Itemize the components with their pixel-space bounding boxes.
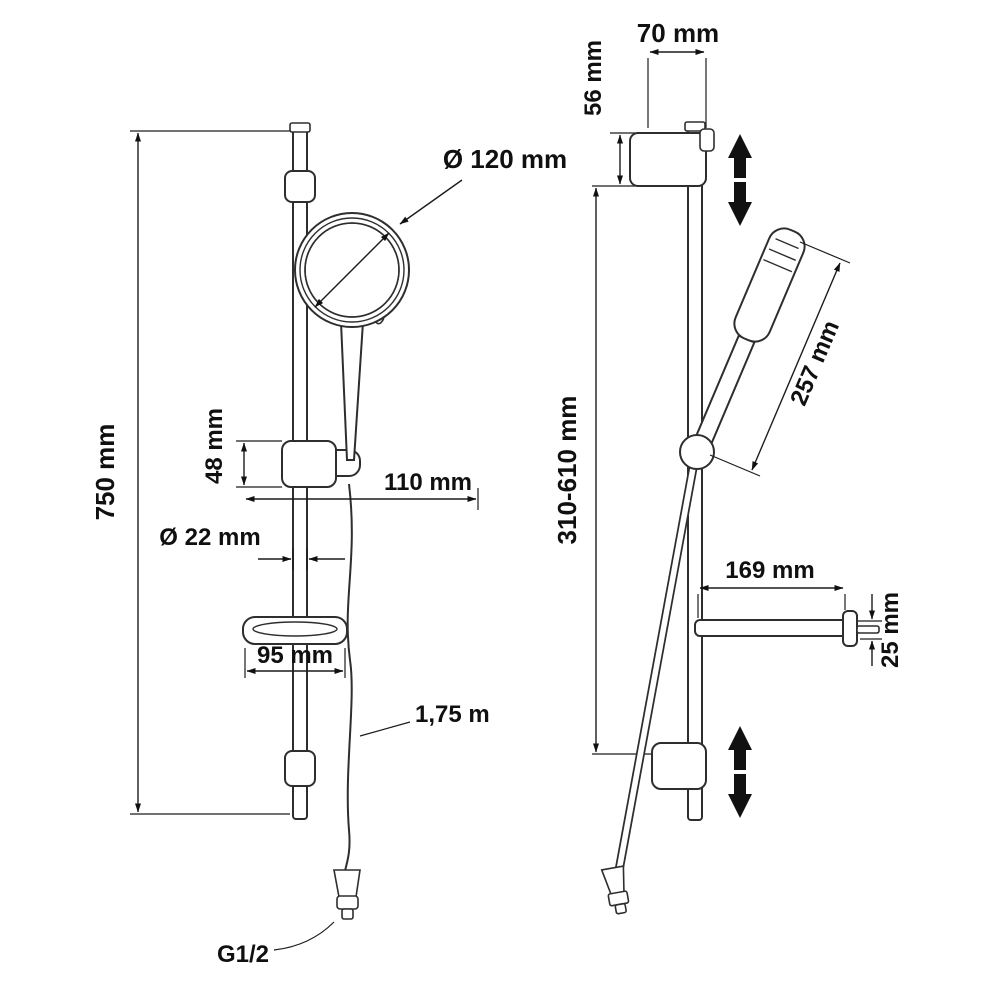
handset-handle-front <box>339 321 365 461</box>
dim-overall-height: 750 mm <box>90 130 290 815</box>
shower-hose-front <box>344 483 353 872</box>
upper-bracket-knob-side <box>699 128 715 152</box>
rail-top-cap-side <box>684 121 706 132</box>
dim-bracket-width: 70 mm <box>637 18 719 128</box>
slider-knob-side <box>679 434 715 470</box>
hose-connector-front <box>333 869 361 920</box>
dim-shelf-width-label: 95 mm <box>257 642 333 669</box>
dim-slider-travel: 310-610 mm <box>552 187 655 755</box>
dim-overall-height-label: 750 mm <box>90 424 120 521</box>
shower-hose-side <box>600 467 698 915</box>
dim-shelf-thickness: 25 mm <box>858 592 904 668</box>
lower-wall-bracket-front <box>284 750 316 787</box>
dim-holder-height-label: 48 mm <box>201 408 228 484</box>
dim-holder-width-label: 110 mm <box>384 469 472 496</box>
callout-connector-thread-label: G1/2 <box>217 941 269 968</box>
side-view: 70 mm 56 mm 310-610 mm <box>552 18 904 915</box>
dim-shelf-depth: 169 mm <box>697 557 846 618</box>
callout-hose-length-label: 1,75 m <box>415 701 490 728</box>
dim-head-diameter: Ø 120 mm <box>314 144 567 308</box>
front-view: 750 mm <box>90 122 567 968</box>
dim-holder-width: 110 mm <box>245 469 479 510</box>
dim-rail-diameter: Ø 22 mm <box>159 524 345 570</box>
dim-head-diameter-label: Ø 120 mm <box>443 144 567 174</box>
dim-bracket-height-label: 56 mm <box>580 40 607 116</box>
soap-shelf-front <box>242 616 348 645</box>
dim-slider-travel-label: 310-610 mm <box>552 396 582 545</box>
callout-hose-length: 1,75 m <box>359 701 490 737</box>
dim-rail-diameter-label: Ø 22 mm <box>159 524 260 551</box>
dim-holder-height: 48 mm <box>201 408 282 488</box>
dim-handset-length-label: 257 mm <box>785 317 845 410</box>
upper-wall-bracket-front <box>284 170 316 203</box>
dim-shelf-width: 95 mm <box>244 642 346 678</box>
dim-bracket-width-label: 70 mm <box>637 18 719 48</box>
upper-wall-bracket-side <box>629 132 707 187</box>
callout-connector-thread: G1/2 <box>217 921 335 968</box>
dim-shelf-thickness-label: 25 mm <box>877 592 904 668</box>
dim-shelf-depth-label: 169 mm <box>725 557 814 584</box>
adjust-arrows-upper <box>728 134 752 226</box>
rail-top-cap-front <box>289 122 311 133</box>
dim-bracket-height: 56 mm <box>580 40 652 187</box>
lower-wall-bracket-side <box>651 742 707 790</box>
soap-shelf-side <box>694 610 880 647</box>
adjust-arrows-lower <box>728 726 752 818</box>
